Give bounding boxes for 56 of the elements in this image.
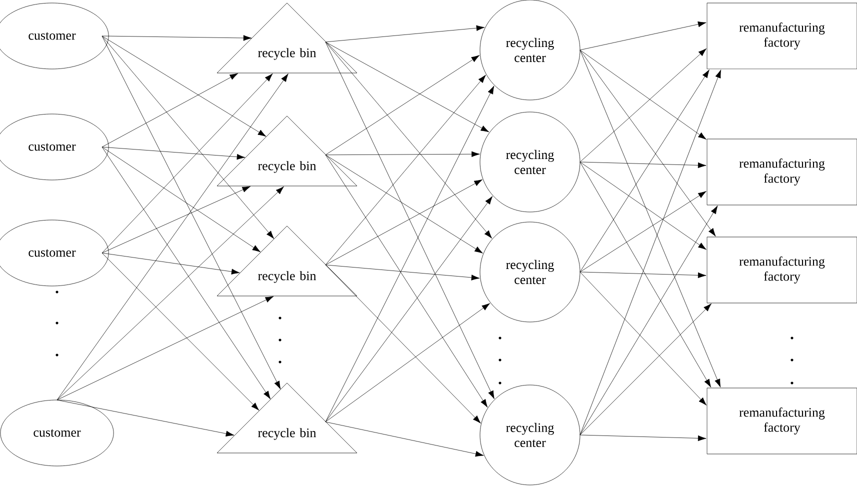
arrow — [102, 36, 281, 390]
arrow — [325, 422, 484, 457]
arrow — [325, 179, 482, 266]
arrow — [580, 162, 712, 388]
arrow — [325, 25, 485, 42]
arrow — [580, 272, 706, 278]
arrow — [56, 74, 288, 400]
arrow — [102, 35, 252, 41]
arrow — [102, 252, 240, 274]
arrow — [325, 264, 481, 424]
arrow — [325, 154, 483, 254]
arrow — [102, 252, 260, 411]
bin-triangle: recycle bin — [216, 116, 358, 186]
arrow — [102, 146, 246, 160]
arrow — [580, 303, 712, 436]
factory-box: remanufacturing factory — [706, 388, 857, 454]
arrow — [102, 36, 266, 137]
arrow — [325, 42, 490, 132]
arrow — [102, 146, 271, 400]
arrow — [580, 50, 716, 236]
arrow — [580, 434, 706, 442]
arrow — [580, 70, 722, 436]
arrow — [325, 86, 494, 422]
bin-triangle: recycle bin — [216, 226, 358, 296]
bin-triangle: recycle bin — [216, 2, 358, 74]
arrow — [325, 42, 494, 400]
arrow — [580, 191, 706, 272]
arrow — [56, 296, 274, 400]
arrow — [325, 196, 493, 422]
factory-box: remanufacturing factory — [706, 138, 857, 206]
factory-box: remanufacturing factory — [706, 236, 857, 304]
arrow — [580, 272, 707, 406]
arrow — [56, 400, 234, 436]
arrow — [102, 146, 261, 252]
arrow — [580, 48, 707, 162]
arrow — [580, 50, 706, 140]
arrow — [580, 162, 706, 168]
arrow — [325, 74, 486, 266]
arrow — [56, 186, 284, 400]
arrow — [325, 154, 488, 408]
arrow — [102, 186, 251, 254]
bin-triangle: recycle bin — [216, 382, 358, 454]
arrow — [325, 303, 490, 422]
factory-box: remanufacturing factory — [706, 2, 857, 70]
arrow — [102, 36, 274, 239]
arrow — [580, 162, 706, 250]
arrow — [325, 151, 480, 157]
arrow — [580, 21, 706, 50]
arrow — [325, 264, 480, 280]
arrow — [325, 55, 480, 156]
arrow — [102, 73, 273, 254]
arrow — [102, 73, 238, 148]
arrow — [325, 42, 492, 238]
arrow — [580, 70, 710, 272]
arrow — [580, 206, 718, 436]
arrow — [580, 50, 721, 388]
